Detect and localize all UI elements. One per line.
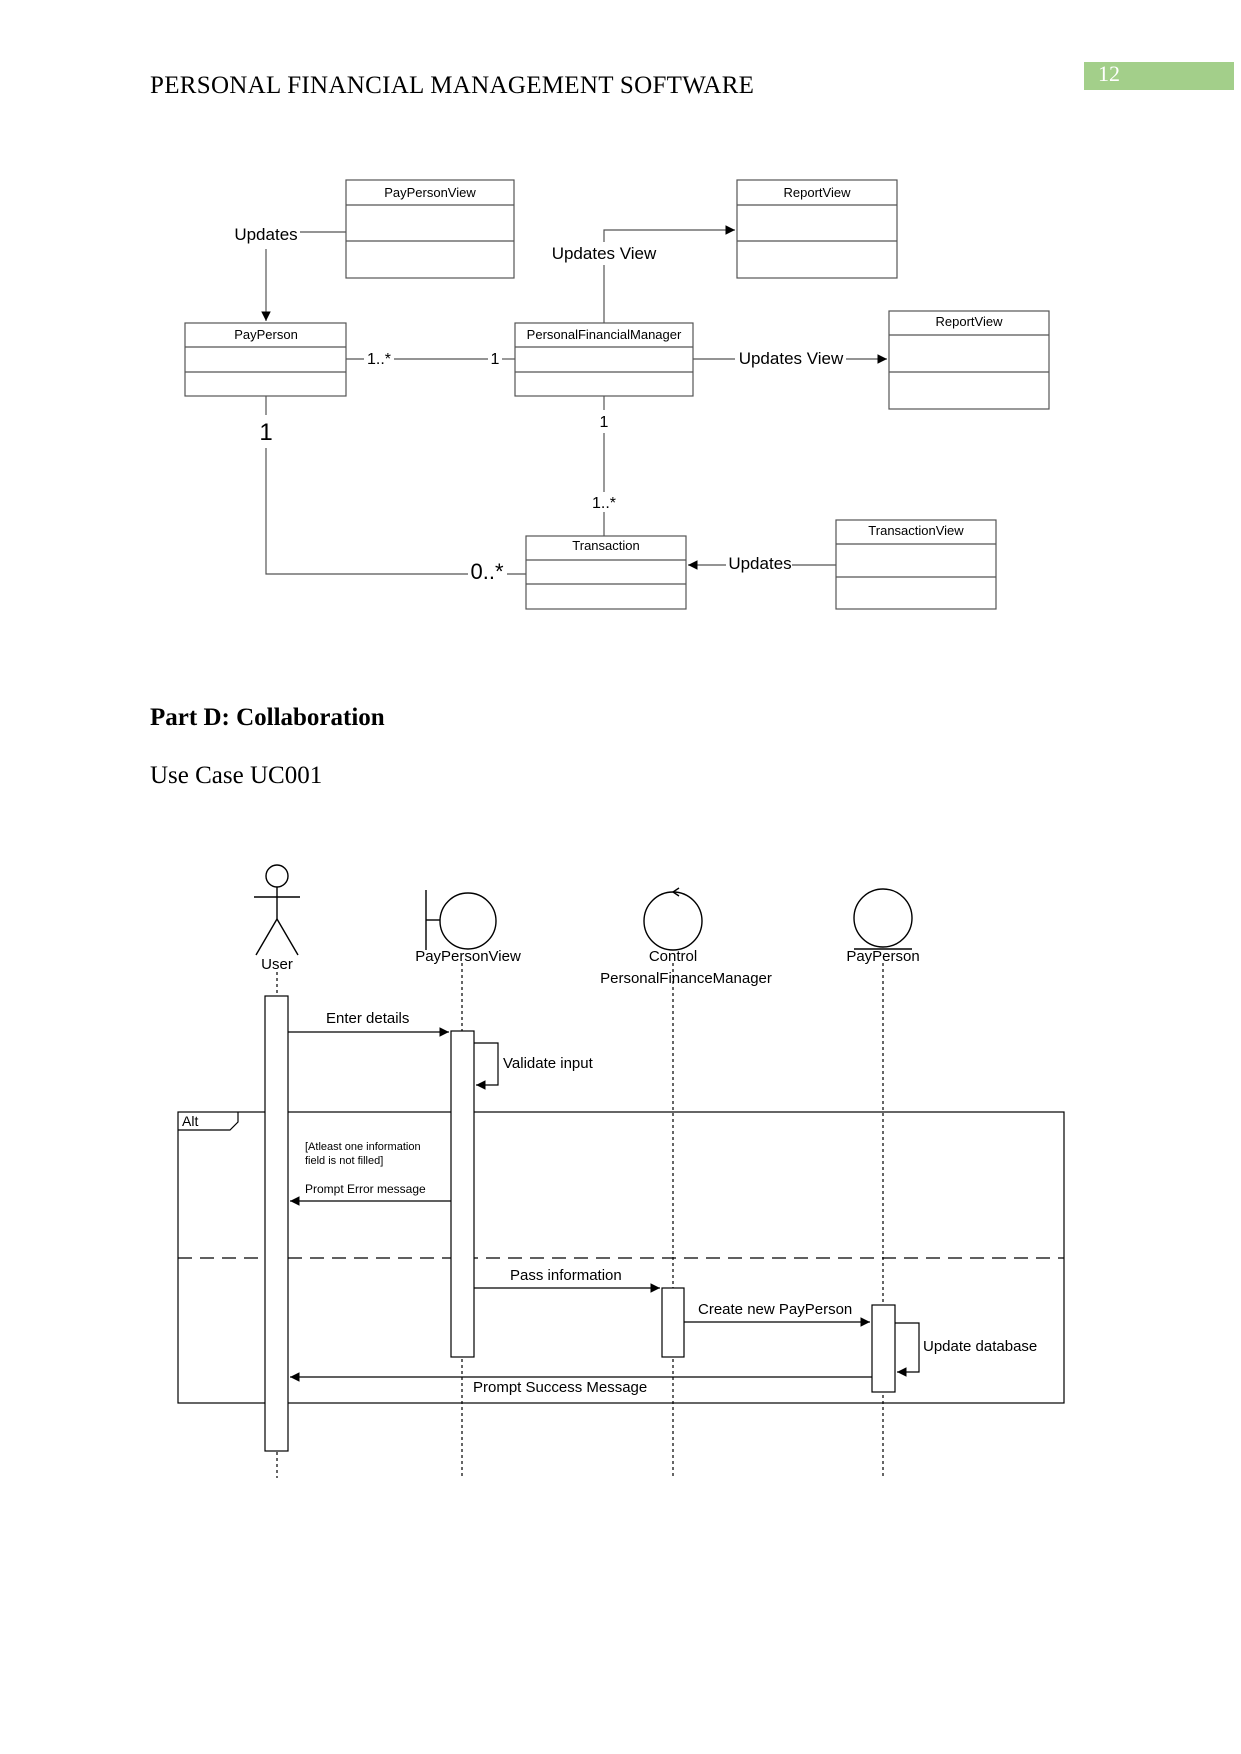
activation-paypersonview bbox=[450, 1030, 475, 1358]
mult-pfm-transaction: 1 bbox=[600, 414, 609, 431]
msg-prompt-error: Prompt Error message bbox=[305, 1182, 426, 1196]
entity-icon bbox=[853, 888, 913, 950]
mult-pfm-payperson: 1 bbox=[491, 351, 500, 368]
label-updates-view-top: Updates View bbox=[552, 244, 657, 263]
use-case-title: Use Case UC001 bbox=[150, 762, 323, 789]
msg-update-database: Update database bbox=[923, 1338, 1037, 1355]
alt-fragment bbox=[177, 1111, 1065, 1404]
lifeline-label-user: User bbox=[261, 956, 293, 973]
class-name-transactionview: TransactionView bbox=[868, 523, 964, 538]
mult-payperson-pfm: 1..* bbox=[367, 351, 391, 368]
class-name-reportview-top: ReportView bbox=[784, 185, 852, 200]
lifeline-label-payperson: PayPerson bbox=[846, 948, 919, 965]
mult-payperson-transaction: 1 bbox=[259, 419, 272, 446]
label-updates-paypersonview: Updates bbox=[234, 225, 297, 244]
guard-line-2: field is not filled] bbox=[305, 1155, 383, 1167]
mult-transaction-payperson: 0..* bbox=[470, 559, 503, 584]
actor-user-icon bbox=[254, 864, 300, 956]
lifeline-label-control: Control bbox=[649, 948, 697, 965]
msg-validate-input: Validate input bbox=[503, 1055, 594, 1072]
msg-pass-information: Pass information bbox=[510, 1267, 622, 1284]
activation-payperson bbox=[871, 1304, 896, 1393]
activation-user bbox=[264, 995, 289, 1452]
msg-prompt-success: Prompt Success Message bbox=[473, 1379, 647, 1396]
class-diagram: PayPersonView ReportView PayPerson Perso… bbox=[184, 179, 1050, 610]
class-box-paypersonview bbox=[345, 179, 515, 279]
page-number-badge bbox=[1084, 62, 1234, 90]
label-updates-transaction: Updates bbox=[728, 554, 791, 573]
alt-fragment-label: Alt bbox=[182, 1113, 198, 1129]
boundary-icon bbox=[425, 890, 497, 950]
class-box-transaction bbox=[525, 535, 687, 610]
msg-enter-details: Enter details bbox=[326, 1010, 409, 1027]
class-box-reportview-right bbox=[888, 310, 1050, 410]
class-name-personalfinancialmanager: PersonalFinancialManager bbox=[527, 327, 682, 342]
assoc-payperson-transaction bbox=[265, 448, 468, 575]
class-box-reportview-top bbox=[736, 179, 898, 279]
label-updates-view-right: Updates View bbox=[739, 349, 844, 368]
control-icon bbox=[643, 887, 703, 951]
mult-transaction-pfm: 1..* bbox=[592, 495, 616, 512]
arrow-updates-view-top bbox=[603, 225, 735, 242]
msg-create-new-payperson: Create new PayPerson bbox=[698, 1301, 852, 1318]
guard-line-1: [Atleast one information bbox=[305, 1141, 421, 1153]
lifeline-label-paypersonview: PayPersonView bbox=[415, 948, 521, 965]
lifeline-label-personalfinancemanager: PersonalFinanceManager bbox=[600, 970, 772, 987]
running-header-title: PERSONAL FINANCIAL MANAGEMENT SOFTWARE bbox=[150, 72, 755, 99]
page-number: 12 bbox=[1098, 61, 1120, 86]
class-name-payperson: PayPerson bbox=[234, 327, 298, 342]
msg-update-database-arrow bbox=[895, 1322, 920, 1377]
class-name-transaction: Transaction bbox=[572, 538, 639, 553]
class-name-paypersonview: PayPersonView bbox=[384, 185, 476, 200]
class-name-reportview-right: ReportView bbox=[936, 314, 1004, 329]
msg-validate-input-arrow bbox=[474, 1042, 499, 1090]
class-box-transactionview bbox=[835, 519, 997, 610]
activation-control bbox=[661, 1287, 685, 1358]
section-heading: Part D: Collaboration bbox=[150, 704, 385, 731]
